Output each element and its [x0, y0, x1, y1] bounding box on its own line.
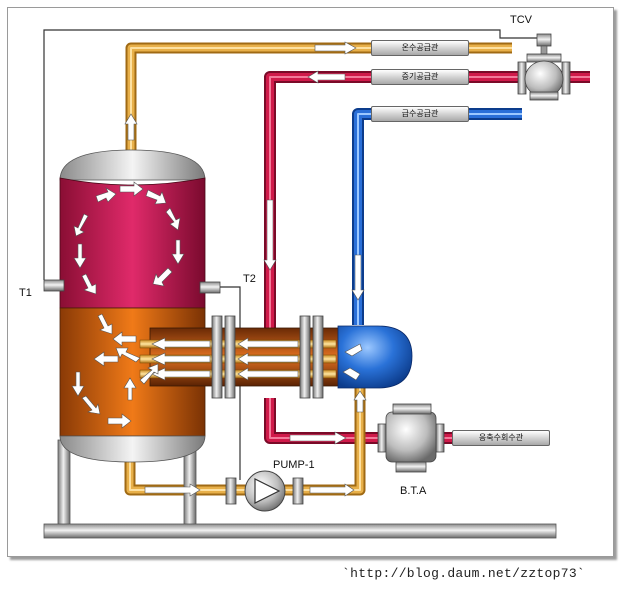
temperature-control-valve [517, 33, 571, 101]
control-lines [43, 29, 545, 480]
label-bta: B.T.A [400, 485, 427, 497]
arrow-circ-up [353, 390, 367, 413]
arrow-feed-down [351, 254, 365, 301]
arrow-hot-water-up [124, 113, 138, 141]
arrow-circ-2 [309, 483, 355, 497]
storage-tank [59, 149, 206, 463]
pipe-label-condensate-return: 응축수회수관 [452, 430, 550, 446]
arrow-circ-1 [144, 483, 201, 497]
label-pump: PUMP-1 [273, 459, 315, 471]
label-t2: T2 [243, 273, 256, 285]
pipe-label-steam-supply: 증기공급관 [371, 69, 469, 85]
hot-water-supply-pipe [125, 42, 512, 155]
label-t1: T1 [19, 287, 32, 299]
pipe-label-feed-water-supply: 급수공급관 [371, 106, 469, 122]
temperature-sensor-t2 [199, 281, 221, 294]
arrow-steam [307, 70, 346, 84]
arrow-steam-down [263, 199, 277, 271]
feed-water-supply-pipe [352, 108, 522, 325]
arrow-hot-water [314, 41, 357, 55]
bta-trap [377, 403, 445, 473]
pipe-label-hot-water-supply: 온수공급관 [371, 40, 469, 56]
temperature-sensor-t1 [43, 279, 65, 292]
label-tcv: TCV [510, 14, 532, 26]
source-caption: `http://blog.daum.net/zztop73` [342, 566, 586, 581]
pump-1 [225, 470, 304, 512]
tank-support [43, 439, 557, 539]
arrow-condensate [289, 431, 347, 445]
condensate-return-pipe [264, 398, 540, 444]
flow-arrows [71, 41, 367, 497]
